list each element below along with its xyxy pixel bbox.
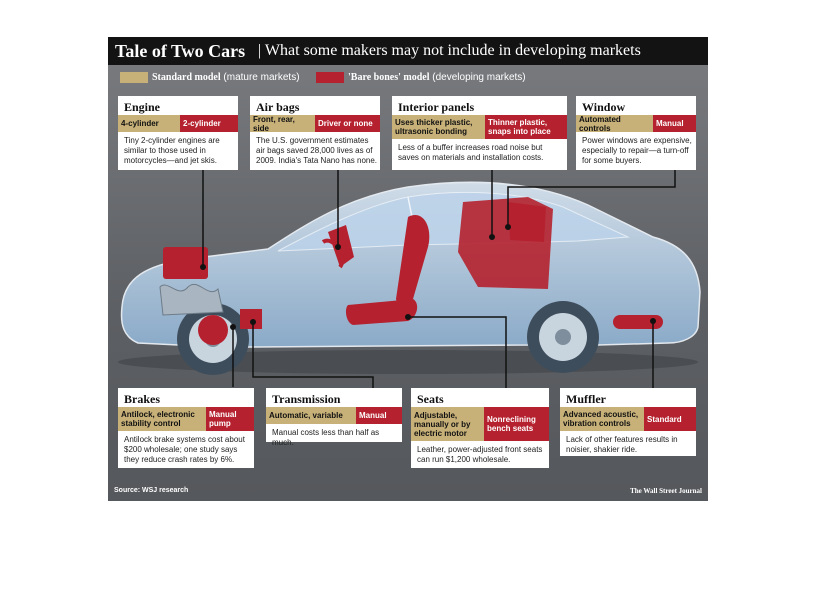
engine-manifold xyxy=(159,284,224,316)
engine-box: Engine 4-cylinder 2-cylinder Tiny 2-cyli… xyxy=(118,96,238,170)
brakes-standard: Antilock, electronic stability control xyxy=(118,407,206,431)
interior-title: Interior panels xyxy=(398,100,475,114)
seats-box: Seats Adjustable, manually or by electri… xyxy=(411,388,549,468)
seats-description: Leather, power-adjusted front seats can … xyxy=(417,445,543,464)
airbags-description: The U.S. government estimates air bags s… xyxy=(256,136,378,165)
brakes-bare: Manual pump xyxy=(206,407,254,431)
interior-standard: Uses thicker plastic, ultrasonic bonding xyxy=(392,115,485,139)
engine-bare: 2-cylinder xyxy=(180,115,238,132)
brakes-title: Brakes xyxy=(124,392,160,406)
seat-back xyxy=(396,215,430,307)
transmission-part xyxy=(240,309,262,329)
airbags-bare: Driver or none xyxy=(315,115,380,132)
transmission-title: Transmission xyxy=(272,392,341,406)
muffler-title: Muffler xyxy=(566,392,606,406)
window-bare: Manual xyxy=(653,115,696,132)
infographic: Tale of Two Cars | What some makers may … xyxy=(108,37,708,501)
window-title: Window xyxy=(582,100,626,114)
legend-standard-note: (mature markets) xyxy=(223,72,300,83)
airbag-part xyxy=(328,225,354,267)
seats-title: Seats xyxy=(417,392,444,406)
subtitle-text: What some makers may not include in deve… xyxy=(264,42,641,59)
muffler-box: Muffler Advanced acoustic, vibration con… xyxy=(560,388,696,456)
window-description: Power windows are expensive, especially … xyxy=(582,136,692,165)
publisher-credit: The Wall Street Journal xyxy=(630,487,702,495)
rear-wheel xyxy=(527,301,599,373)
source-note: Source: WSJ research xyxy=(114,487,189,494)
interior-panels-box: Interior panels Uses thicker plastic, ul… xyxy=(392,96,567,170)
airbags-box: Air bags Front, rear, side Driver or non… xyxy=(250,96,380,170)
brakes-description: Antilock brake systems cost about $200 w… xyxy=(124,435,245,464)
seats-standard: Adjustable, manually or by electric moto… xyxy=(411,407,484,441)
muffler-description: Lack of other features results in noisie… xyxy=(566,435,678,454)
airbags-title: Air bags xyxy=(256,100,300,114)
airbags-standard: Front, rear, side xyxy=(250,115,315,133)
muffler-bare: Standard xyxy=(644,407,696,431)
legend-standard-label: Standard model xyxy=(152,72,221,83)
car-illustration xyxy=(118,167,701,389)
page-subtitle: | What some makers may not include in de… xyxy=(258,42,641,59)
connector-lines xyxy=(202,167,676,389)
brakes-box: Brakes Antilock, electronic stability co… xyxy=(118,388,254,468)
title-bar: Tale of Two Cars | What some makers may … xyxy=(108,37,708,65)
legend-swatch-bare xyxy=(316,72,344,83)
transmission-box: Transmission Automatic, variable Manual … xyxy=(266,388,402,447)
engine-description: Tiny 2-cylinder engines are similar to t… xyxy=(124,136,220,165)
window-standard: Automated controls xyxy=(576,115,653,133)
legend-bare-note: (developing markets) xyxy=(432,72,526,83)
muffler-part xyxy=(613,315,663,329)
window-part xyxy=(508,202,546,242)
engine-part xyxy=(163,247,208,279)
legend-bare-label: 'Bare bones' model xyxy=(348,72,430,83)
seats-bare: Nonreclining bench seats xyxy=(484,407,549,441)
interior-description: Less of a buffer increases road noise bu… xyxy=(398,143,544,162)
transmission-description: Manual costs less than half as much. xyxy=(272,428,380,447)
legend-standard: Standard model (mature markets) xyxy=(152,72,300,83)
window-box: Window Automated controls Manual Power w… xyxy=(576,96,696,170)
transmission-standard: Automatic, variable xyxy=(266,407,356,424)
interior-bare: Thinner plastic, snaps into place xyxy=(485,115,567,139)
page-title: Tale of Two Cars xyxy=(115,41,246,61)
muffler-standard: Advanced acoustic, vibration controls xyxy=(560,407,644,431)
transmission-bare: Manual xyxy=(356,407,402,424)
seat-cushion xyxy=(345,299,418,325)
legend-bare: 'Bare bones' model (developing markets) xyxy=(348,72,526,83)
legend-swatch-standard xyxy=(120,72,148,83)
engine-standard: 4-cylinder xyxy=(118,115,180,132)
engine-title: Engine xyxy=(124,100,161,114)
brake-part xyxy=(198,315,228,345)
